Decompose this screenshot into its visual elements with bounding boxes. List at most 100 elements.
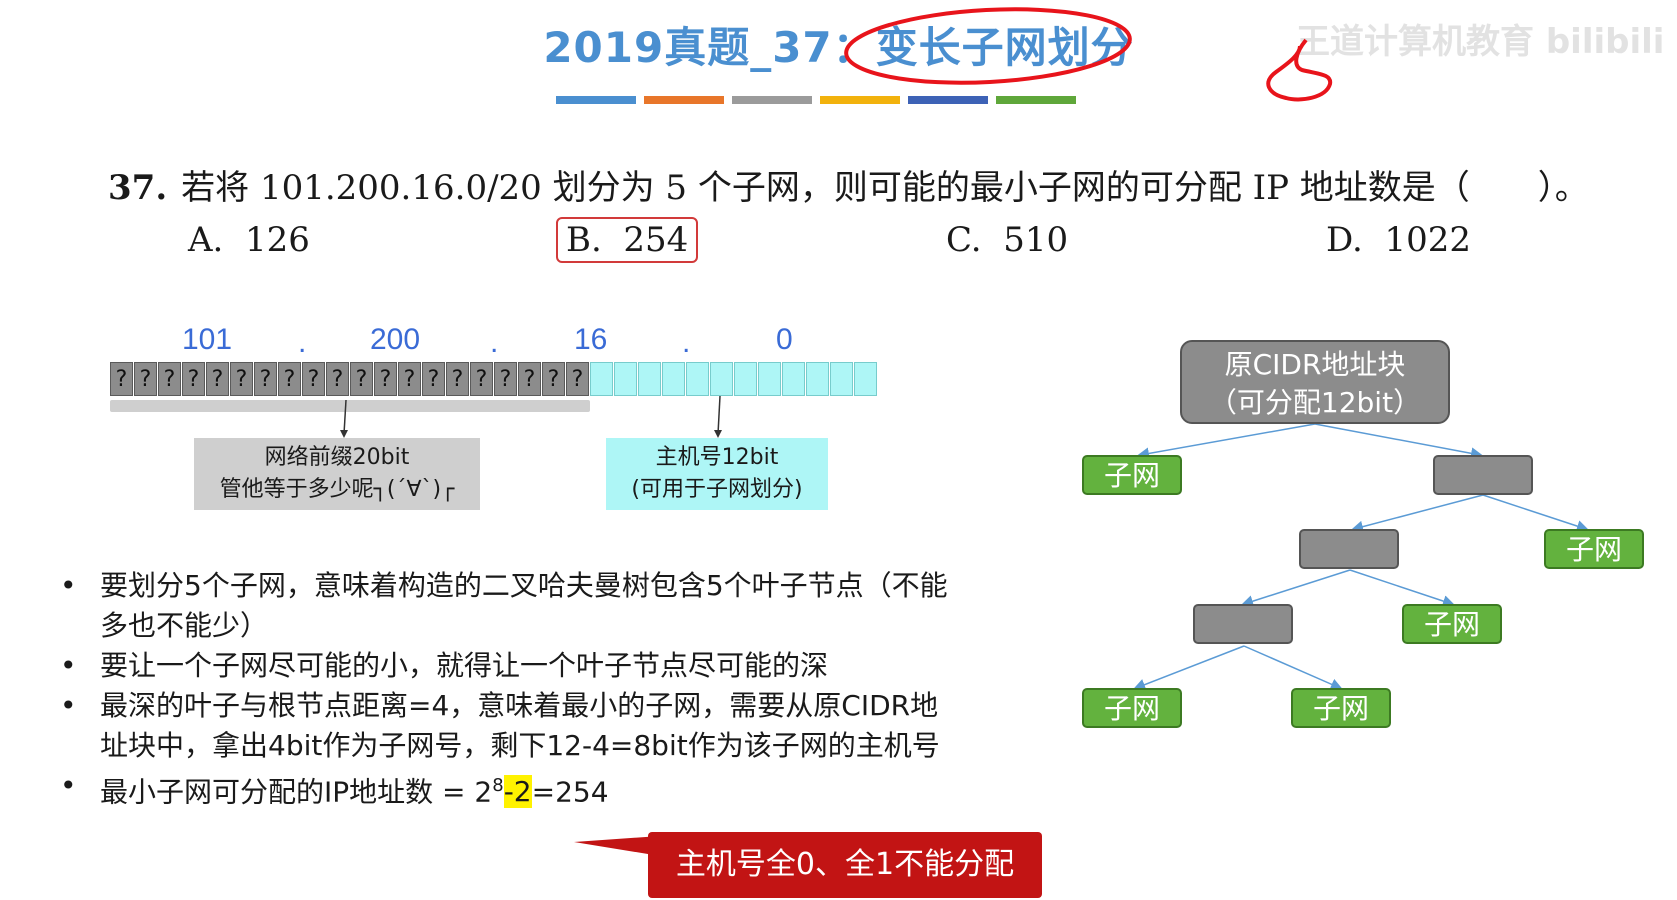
color-segment — [644, 96, 724, 104]
prefix-bit-cell: ? — [398, 362, 421, 396]
title-color-bar — [556, 96, 1076, 104]
option-c[interactable]: C. 510 — [946, 220, 1068, 260]
host-bit-cell — [806, 362, 829, 396]
prefix-bit-cell: ? — [182, 362, 205, 396]
octet-dot: . — [298, 326, 307, 359]
octet-3: 16 — [574, 323, 608, 356]
bullet-item: 要让一个子网尽可能的小，就得让一个叶子节点尽可能的深 — [60, 646, 960, 686]
host-bit-cell — [758, 362, 781, 396]
prefix-arrow — [343, 399, 347, 435]
color-segment — [820, 96, 900, 104]
host-arrow — [717, 395, 721, 435]
option-b[interactable]: B. 254 — [556, 217, 699, 263]
root-sublabel: （可分配12bit） — [1208, 386, 1422, 419]
octet-2: 200 — [370, 323, 421, 356]
option-label: C. — [946, 220, 982, 260]
color-segment — [732, 96, 812, 104]
octet-dot: . — [682, 326, 691, 359]
prefix-bit-cell: ? — [494, 362, 517, 396]
option-label: D. — [1326, 220, 1363, 260]
title-prefix: 2019真题_37： — [543, 23, 876, 72]
option-value: 1022 — [1384, 220, 1472, 260]
bullet-item: 最深的叶子与根节点距离=4，意味着最小的子网，需要从原CIDR地址块中，拿出4b… — [60, 686, 960, 766]
option-label: B. — [566, 220, 602, 260]
option-value: 126 — [245, 220, 310, 260]
watermark: 王道计算机教育 bilibili — [1296, 22, 1665, 62]
explanation-bullets: 要划分5个子网，意味着构造的二叉哈夫曼树包含5个叶子节点（不能多也不能少） 要让… — [60, 566, 960, 812]
question-body: 若将 101.200.16.0/20 划分为 5 个子网，则可能的最小子网的可分… — [181, 168, 1589, 208]
prefix-bit-cell: ? — [470, 362, 493, 396]
option-value: 254 — [623, 220, 689, 260]
tree-edge — [1137, 423, 1316, 460]
prefix-bit-cell: ? — [230, 362, 253, 396]
tree-leaf-subnet: 子网 — [1402, 604, 1502, 644]
prefix-label-box: 网络前缀20bit 管他等于多少呢┐(´∀`)┌ — [194, 438, 480, 510]
tree-leaf-subnet: 子网 — [1544, 529, 1644, 569]
prefix-bit-cell: ? — [422, 362, 445, 396]
prefix-label-line1: 网络前缀20bit — [264, 445, 410, 470]
tree-internal-node — [1299, 529, 1399, 569]
color-segment — [996, 96, 1076, 104]
formula-result: =254 — [531, 775, 609, 809]
prefix-bit-cell: ? — [206, 362, 229, 396]
host-label-line2: (可用于子网划分) — [631, 477, 803, 502]
ip-bit-row: ???????????????????? — [110, 362, 878, 396]
option-a[interactable]: A. 126 — [188, 220, 310, 260]
octet-4: 0 — [776, 323, 793, 356]
color-segment — [908, 96, 988, 104]
tree-edge — [1314, 423, 1483, 460]
prefix-label-line2: 管他等于多少呢┐(´∀`)┌ — [219, 477, 455, 502]
prefix-bit-cell: ? — [278, 362, 301, 396]
host-label-box: 主机号12bit (可用于子网划分) — [606, 438, 828, 510]
prefix-bracket — [110, 400, 590, 412]
prefix-bit-cell: ? — [374, 362, 397, 396]
host-arrowhead — [714, 430, 722, 438]
host-bit-cell — [830, 362, 853, 396]
hand-circle — [844, 7, 1132, 85]
host-bit-cell — [662, 362, 685, 396]
prefix-bit-cell: ? — [110, 362, 133, 396]
tree-internal-node — [1193, 604, 1293, 644]
prefix-bit-cell: ? — [254, 362, 277, 396]
tree-edge — [1241, 569, 1351, 607]
host-bit-cell — [638, 362, 661, 396]
prefix-bit-cell: ? — [158, 362, 181, 396]
formula-exponent: 8 — [492, 775, 504, 796]
host-bit-cell — [590, 362, 613, 396]
host-label-line1: 主机号12bit — [655, 445, 779, 470]
tree-leaf-subnet: 子网 — [1082, 688, 1182, 728]
host-bit-cell — [782, 362, 805, 396]
prefix-bit-cell: ? — [350, 362, 373, 396]
octet-1: 101 — [182, 323, 233, 356]
tree-internal-node — [1433, 455, 1533, 495]
prefix-bit-cell: ? — [518, 362, 541, 396]
option-label: A. — [188, 220, 224, 260]
tree-edge — [1133, 645, 1245, 691]
prefix-bit-cell: ? — [542, 362, 565, 396]
hand-scribble — [1266, 38, 1333, 102]
prefix-arrowhead — [340, 430, 348, 438]
bullet-item: 要划分5个子网，意味着构造的二叉哈夫曼树包含5个叶子节点（不能多也不能少） — [60, 566, 960, 646]
host-bit-cell — [614, 362, 637, 396]
host-bit-cell — [686, 362, 709, 396]
bullet-item: 最小子网可分配的IP地址数 = 28-2=254 — [60, 766, 960, 812]
prefix-bit-cell: ? — [302, 362, 325, 396]
tree-root: 原CIDR地址块 （可分配12bit） — [1180, 340, 1450, 424]
octet-dot: . — [490, 326, 499, 359]
host-bit-cell — [734, 362, 757, 396]
option-d[interactable]: D. 1022 — [1326, 220, 1471, 260]
prefix-bit-cell: ? — [566, 362, 589, 396]
option-value: 510 — [1003, 220, 1069, 260]
prefix-bit-cell: ? — [134, 362, 157, 396]
question-text: 37. 若将 101.200.16.0/20 划分为 5 个子网，则可能的最小子网… — [108, 160, 1589, 209]
title-highlight: 变长子网划分 — [875, 23, 1134, 72]
formula-text: 最小子网可分配的IP地址数 = 2 — [100, 775, 493, 809]
prefix-bit-cell: ? — [446, 362, 469, 396]
tree-leaf-subnet: 子网 — [1082, 455, 1182, 495]
question-number: 37. — [108, 168, 168, 208]
formula-highlight: -2 — [503, 775, 532, 809]
